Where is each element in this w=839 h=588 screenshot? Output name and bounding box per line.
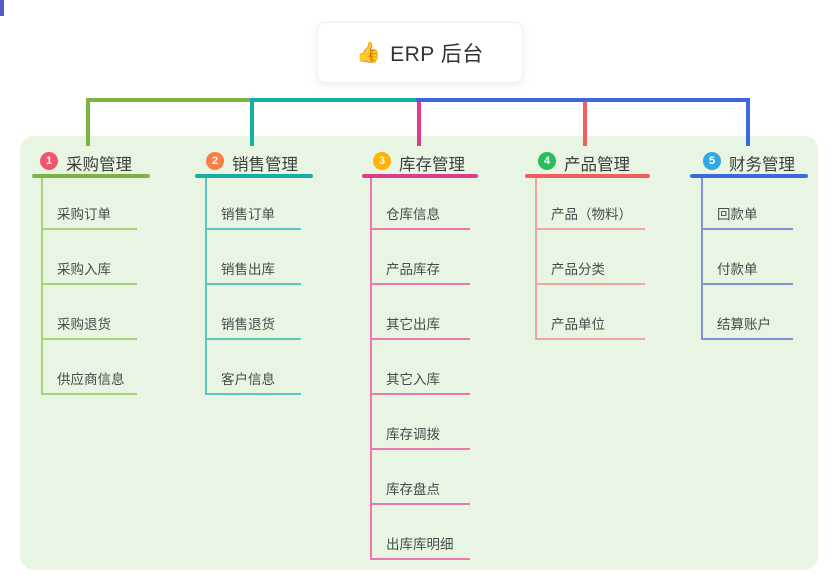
child-item[interactable]: 付款单	[717, 262, 758, 277]
child-underline	[205, 283, 301, 285]
child-item[interactable]: 出库库明细	[386, 537, 454, 552]
root-title: ERP 后台	[390, 42, 484, 66]
child-item[interactable]: 其它出库	[386, 317, 440, 332]
branch1-badge: 1	[40, 152, 58, 170]
branch3-title[interactable]: 库存管理	[399, 156, 465, 174]
child-item[interactable]: 销售出库	[221, 262, 275, 277]
child-underline	[701, 338, 793, 340]
child-underline	[41, 283, 137, 285]
branch3-badge: 3	[373, 152, 391, 170]
branch3-child-connector	[370, 178, 372, 560]
child-item[interactable]: 产品分类	[551, 262, 605, 277]
child-item[interactable]: 库存调拨	[386, 427, 440, 442]
branch2-drop-connector	[250, 100, 254, 146]
child-item[interactable]: 销售订单	[221, 207, 275, 222]
branch4-underline	[525, 174, 650, 178]
child-item[interactable]: 客户信息	[221, 372, 275, 387]
branch5-child-connector	[701, 178, 703, 340]
child-underline	[370, 448, 470, 450]
child-underline	[370, 338, 470, 340]
main-connector-segment-green	[86, 98, 254, 102]
branch2-underline	[195, 174, 313, 178]
child-item[interactable]: 仓库信息	[386, 207, 440, 222]
child-underline	[41, 338, 137, 340]
child-item[interactable]: 结算账户	[717, 317, 771, 332]
child-underline	[205, 228, 301, 230]
child-item[interactable]: 其它入库	[386, 372, 440, 387]
branch2-title[interactable]: 销售管理	[232, 156, 298, 174]
child-item[interactable]: 采购入库	[57, 262, 111, 277]
branch3-underline	[362, 174, 478, 178]
child-underline	[41, 393, 137, 395]
child-underline	[535, 228, 645, 230]
child-underline	[701, 283, 793, 285]
child-underline	[535, 283, 645, 285]
main-connector-segment-blue	[416, 98, 750, 102]
child-underline	[370, 503, 470, 505]
child-item[interactable]: 产品库存	[386, 262, 440, 277]
child-underline	[370, 228, 470, 230]
child-underline	[701, 228, 793, 230]
main-connector-segment-teal	[250, 98, 420, 102]
branch2-child-connector	[205, 178, 207, 395]
branch1-title[interactable]: 采购管理	[66, 156, 132, 174]
thumbs-up-icon: 👍	[356, 41, 382, 64]
branch5-drop-connector	[746, 100, 750, 146]
branch2-badge: 2	[206, 152, 224, 170]
child-item[interactable]: 库存盘点	[386, 482, 440, 497]
child-underline	[370, 558, 470, 560]
child-underline	[370, 283, 470, 285]
branch5-title[interactable]: 财务管理	[729, 156, 795, 174]
branch4-drop-connector	[583, 100, 587, 146]
branch4-badge: 4	[538, 152, 556, 170]
branch1-drop-connector	[86, 100, 90, 146]
branch4-child-connector	[535, 178, 537, 340]
branch3-drop-connector	[417, 100, 421, 146]
child-item[interactable]: 供应商信息	[57, 372, 125, 387]
root-connector	[0, 0, 4, 16]
child-underline	[370, 393, 470, 395]
branch1-child-connector	[41, 178, 43, 395]
child-item[interactable]: 采购退货	[57, 317, 111, 332]
branch1-underline	[32, 174, 150, 178]
branch5-badge: 5	[703, 152, 721, 170]
child-item[interactable]: 产品单位	[551, 317, 605, 332]
root-node[interactable]: 👍 ERP 后台	[317, 22, 523, 83]
child-item[interactable]: 回款单	[717, 207, 758, 222]
child-underline	[41, 228, 137, 230]
child-underline	[535, 338, 645, 340]
child-underline	[205, 338, 301, 340]
child-item[interactable]: 产品（物料）	[551, 207, 632, 222]
branches-background-panel	[20, 136, 818, 570]
child-item[interactable]: 采购订单	[57, 207, 111, 222]
child-underline	[205, 393, 301, 395]
child-item[interactable]: 销售退货	[221, 317, 275, 332]
branch5-underline	[690, 174, 808, 178]
branch4-title[interactable]: 产品管理	[564, 156, 630, 174]
